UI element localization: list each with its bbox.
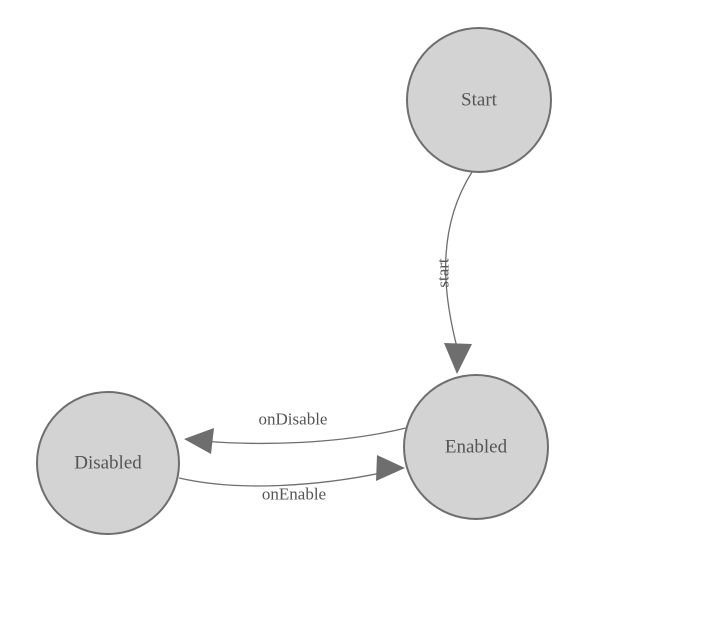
edge-disabled-to-enabled[interactable]: onEnable <box>178 455 405 504</box>
edge-enabled-to-disabled[interactable]: onDisable <box>184 410 407 455</box>
state-node-disabled[interactable]: Disabled <box>36 391 180 535</box>
node-group: Start Enabled Disabled <box>36 27 552 535</box>
arrowhead-icon-disabled-to-enabled <box>376 455 405 481</box>
edge-path-start-to-enabled <box>444 171 473 356</box>
state-node-label-disabled: Disabled <box>74 453 142 474</box>
state-node-circle-disabled <box>36 391 180 535</box>
arrowhead-icon-start-to-enabled <box>444 343 472 374</box>
state-node-label-enabled: Enabled <box>445 437 508 458</box>
edge-label-start: start <box>434 258 453 288</box>
edge-group: start onDisable onEnable <box>178 171 473 504</box>
state-node-circle-enabled <box>403 374 549 520</box>
arrowhead-icon-enabled-to-disabled <box>184 428 214 454</box>
edge-path-disabled-to-enabled <box>178 471 387 487</box>
edge-path-enabled-to-disabled <box>202 427 407 445</box>
edge-label-onenable: onEnable <box>262 485 326 504</box>
state-node-circle-start <box>406 27 552 173</box>
state-node-start[interactable]: Start <box>406 27 552 173</box>
state-node-label-start: Start <box>461 90 498 111</box>
state-node-enabled[interactable]: Enabled <box>403 374 549 520</box>
edge-start-to-enabled[interactable]: start <box>434 171 473 374</box>
edge-label-ondisable: onDisable <box>259 410 328 429</box>
